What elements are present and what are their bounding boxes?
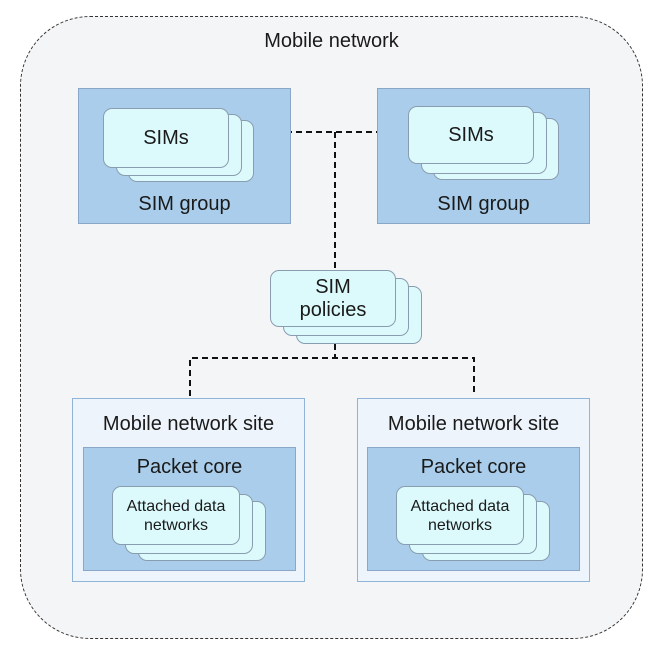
attached-data-networks-label: Attached data networks (126, 497, 226, 534)
sims-card: SIMs (408, 106, 534, 164)
sim-group-label: SIM group (138, 193, 231, 215)
mobile-network-site-label: Mobile network site (387, 413, 560, 435)
sim-policies-label: SIM policies (299, 275, 367, 321)
attached-data-networks-card: Attached data networks (112, 486, 240, 545)
sims-card-label: SIMs (143, 126, 189, 149)
sim-group-label: SIM group (437, 193, 530, 215)
packet-core-label: Packet core (420, 456, 527, 478)
connector-to-sites (189, 357, 475, 396)
packet-core-label: Packet core (136, 456, 243, 478)
attached-data-networks-label: Attached data networks (410, 497, 510, 534)
sim-policies-card: SIM policies (270, 270, 396, 327)
sims-card: SIMs (103, 108, 229, 168)
attached-data-networks-card: Attached data networks (396, 486, 524, 545)
mobile-network-title: Mobile network (264, 30, 399, 52)
mobile-network-site-label: Mobile network site (102, 413, 275, 435)
sims-card-label: SIMs (448, 123, 494, 146)
